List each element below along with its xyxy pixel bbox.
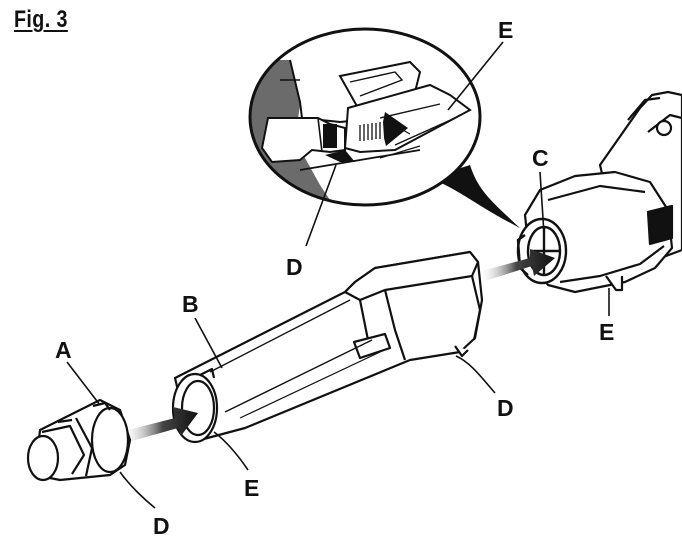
leader-lines — [66, 171, 610, 509]
figure-title: Fig. 3 — [14, 6, 68, 33]
detail-inset — [248, 27, 520, 247]
callout-a: A — [55, 337, 72, 363]
callout-e-inset: E — [498, 17, 513, 43]
callout-b: B — [182, 291, 199, 317]
extension-tube — [171, 250, 484, 444]
callout-d-nozzle: D — [153, 513, 170, 539]
callout-c: C — [532, 145, 549, 171]
nozzle — [26, 398, 132, 482]
callout-d-inset: D — [286, 254, 303, 280]
insert-arrow-blower — [478, 249, 555, 282]
callout-e-tube: E — [244, 475, 259, 501]
callout-e-blower: E — [599, 319, 614, 345]
callout-d-tube: D — [497, 395, 514, 421]
insert-arrow-tube — [120, 407, 198, 443]
blower-outlet — [516, 217, 568, 285]
